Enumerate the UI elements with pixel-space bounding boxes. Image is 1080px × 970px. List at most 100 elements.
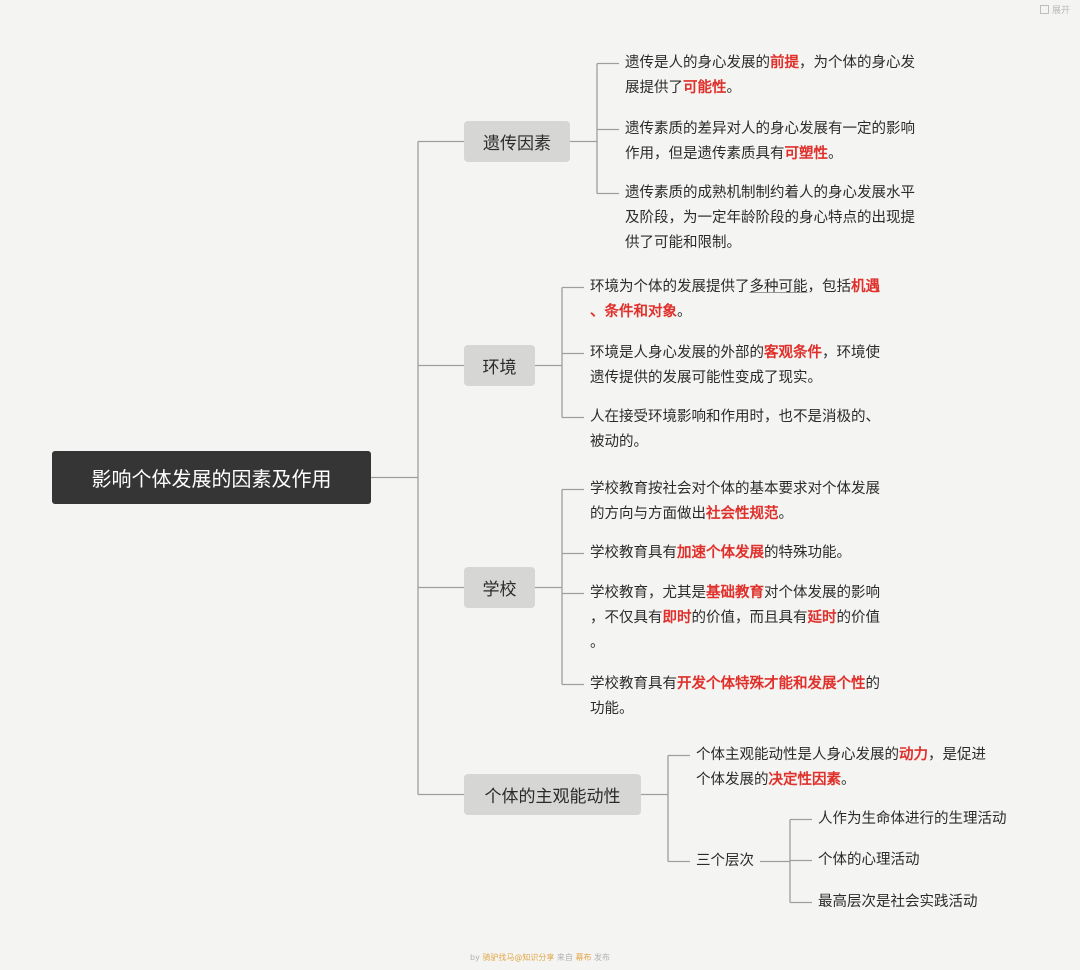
leaf-text: 遗传是人的身心发展的 [625, 55, 770, 71]
leaf-text: 个体的心理活动 [818, 852, 920, 868]
leaf-line: 遗传是人的身心发展的前提，为个体的身心发 [625, 51, 915, 76]
footer-text: by [470, 953, 483, 962]
leaf-line: ，不仅具有即时的价值，而且具有延时的价值 [590, 606, 880, 631]
leaf-line: 环境是人身心发展的外部的客观条件，环境使 [590, 341, 880, 366]
highlight-text: 即时 [662, 610, 692, 626]
footer-channel[interactable]: 知识分享 [522, 953, 555, 962]
leaf-text: 三个层次 [696, 853, 754, 869]
leaf-text: 遗传提供的发展可能性变成了现实。 [590, 370, 822, 386]
leaf-line: 学校教育具有开发个体特殊才能和发展个性的 [590, 672, 880, 697]
topic-label: 遗传因素 [483, 134, 551, 154]
footer-text: 来自 [554, 953, 576, 962]
leaf-text: 。 [778, 506, 794, 522]
root-label: 影响个体发展的因素及作用 [91, 467, 332, 491]
leaf-line: 人在接受环境影响和作用时，也不是消极的、 [590, 405, 880, 430]
topic-heredity[interactable]: 遗传因素 [464, 121, 570, 162]
leaf-text: ，是促进 [928, 747, 986, 763]
leaf-text: 学校教育按社会对个体的基本要求对个体发展 [590, 481, 880, 497]
leaf-three-levels: 三个层次 [696, 849, 754, 874]
leaf-school-accelerate: 学校教育具有加速个体发展的特殊功能。 [590, 541, 851, 566]
leaf-line: 学校教育具有加速个体发展的特殊功能。 [590, 541, 851, 566]
leaf-text: 个体主观能动性是人身心发展的 [696, 747, 899, 763]
highlight-text: 、条件和对象 [590, 304, 677, 320]
leaf-line: 个体主观能动性是人身心发展的动力，是促进 [696, 743, 986, 768]
leaf-text: 的价值，而且具有 [691, 610, 808, 626]
leaf-environment-possibilities: 环境为个体的发展提供了多种可能，包括机遇、条件和对象。 [590, 275, 880, 325]
leaf-text: 个体发展的 [696, 772, 769, 788]
leaf-line: 环境为个体的发展提供了多种可能，包括机遇 [590, 275, 880, 300]
leaf-school-talents: 学校教育具有开发个体特殊才能和发展个性的功能。 [590, 672, 880, 722]
leaf-line: 、条件和对象。 [590, 300, 880, 325]
highlight-text: 前提 [770, 55, 799, 71]
leaf-initiative-motive: 个体主观能动性是人身心发展的动力，是促进个体发展的决定性因素。 [696, 743, 986, 793]
leaf-line: 个体发展的决定性因素。 [696, 768, 986, 793]
highlight-text: 延时 [807, 610, 837, 626]
leaf-text: 的 [865, 676, 881, 692]
leaf-text: 功能。 [590, 701, 634, 717]
leaf-line: 功能。 [590, 697, 880, 722]
leaf-line: 人作为生命体进行的生理活动 [818, 807, 1007, 832]
leaf-line: 遗传素质的成熟机制制约着人的身心发展水平 [625, 181, 915, 206]
highlight-text: 加速个体发展 [677, 545, 764, 561]
topic-school[interactable]: 学校 [464, 567, 535, 608]
leaf-line: 遗传提供的发展可能性变成了现实。 [590, 366, 880, 391]
leaf-text: 最高层次是社会实践活动 [818, 894, 978, 910]
leaf-text: 环境是人身心发展的外部的 [590, 345, 764, 361]
leaf-line: 学校教育，尤其是基础教育对个体发展的影响 [590, 581, 880, 606]
leaf-line: 供了可能和限制。 [625, 231, 915, 256]
highlight-text: 基础教育 [706, 585, 764, 601]
highlight-text: 决定性因素 [768, 772, 842, 788]
leaf-text: ，为个体的身心发 [799, 55, 915, 71]
topic-label: 学校 [482, 580, 517, 600]
leaf-text: 。 [590, 635, 605, 651]
leaf-text: ，环境使 [822, 345, 880, 361]
leaf-text: 供了可能和限制。 [625, 235, 741, 251]
footer-app[interactable]: 幕布 [575, 953, 592, 962]
leaf-text: 环境为个体的发展提供了 [590, 279, 750, 295]
leaf-level-physiological: 人作为生命体进行的生理活动 [818, 807, 1007, 832]
leaf-school-norms: 学校教育按社会对个体的基本要求对个体发展的方向与方面做出社会性规范。 [590, 477, 880, 527]
leaf-line: 学校教育按社会对个体的基本要求对个体发展 [590, 477, 880, 502]
expand-label: 展开 [1051, 6, 1070, 16]
leaf-text: 遗传素质的差异对人的身心发展有一定的影响 [625, 121, 915, 137]
leaf-environment-active: 人在接受环境影响和作用时，也不是消极的、被动的。 [590, 405, 880, 455]
leaf-text: ，包括 [807, 279, 852, 295]
leaf-text: 。 [677, 304, 692, 320]
topic-environment[interactable]: 环境 [464, 345, 535, 386]
leaf-text: ，不仅具有 [590, 610, 663, 626]
topic-subjective-initiative[interactable]: 个体的主观能动性 [464, 774, 641, 815]
topic-label: 个体的主观能动性 [484, 787, 621, 807]
leaf-text: 。 [828, 146, 843, 162]
leaf-text: 展提供了 [625, 80, 683, 96]
root-node[interactable]: 影响个体发展的因素及作用 [52, 451, 371, 504]
leaf-text: 的特殊功能。 [764, 545, 851, 561]
leaf-text: 学校教育，尤其是 [590, 585, 706, 601]
leaf-environment-objective: 环境是人身心发展的外部的客观条件，环境使遗传提供的发展可能性变成了现实。 [590, 341, 880, 391]
leaf-line: 。 [590, 631, 880, 656]
leaf-heredity-maturation: 遗传素质的成熟机制制约着人的身心发展水平及阶段，为一定年龄阶段的身心特点的出现提… [625, 181, 915, 256]
leaf-line: 的方向与方面做出社会性规范。 [590, 502, 880, 527]
leaf-line: 三个层次 [696, 849, 754, 874]
underlined-text: 多种可能 [749, 279, 808, 295]
leaf-text: 的方向与方面做出 [590, 506, 706, 522]
footer-author[interactable]: 骑驴找马 [482, 953, 515, 962]
leaf-text: 作用，但是遗传素质具有 [625, 146, 785, 162]
leaf-text: 及阶段，为一定年龄阶段的身心特点的出现提 [625, 210, 915, 226]
leaf-text: 。 [726, 80, 742, 96]
leaf-line: 遗传素质的差异对人的身心发展有一定的影响 [625, 117, 915, 142]
leaf-text: 对个体发展的影响 [764, 585, 880, 601]
leaf-level-psychological: 个体的心理活动 [818, 848, 920, 873]
footer-credit: by 骑驴找马@知识分享 来自 幕布 发布 [0, 952, 1080, 963]
leaf-heredity-premise: 遗传是人的身心发展的前提，为个体的身心发展提供了可能性。 [625, 51, 915, 101]
leaf-line: 及阶段，为一定年龄阶段的身心特点的出现提 [625, 206, 915, 231]
highlight-text: 开发个体特殊才能和发展个性 [677, 676, 866, 692]
leaf-text: 学校教育具有 [590, 545, 677, 561]
leaf-text: 。 [841, 772, 856, 788]
highlight-text: 可塑性 [784, 146, 829, 162]
leaf-line: 最高层次是社会实践活动 [818, 890, 978, 915]
leaf-line: 个体的心理活动 [818, 848, 920, 873]
highlight-text: 机遇 [851, 279, 880, 295]
leaf-text: 人在接受环境影响和作用时，也不是消极的、 [590, 409, 880, 425]
expand-control[interactable]: 展开 [1039, 3, 1070, 16]
